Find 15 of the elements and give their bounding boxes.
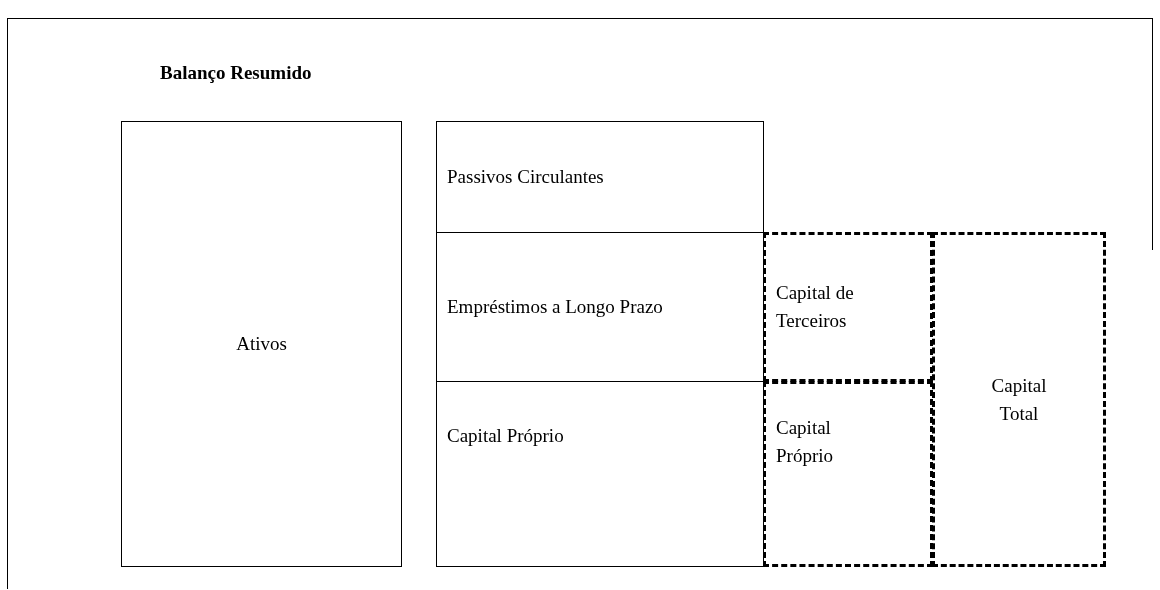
account-box — [436, 121, 764, 233]
account-box — [121, 121, 402, 567]
box-label: Ativos — [236, 332, 287, 357]
dashed-box — [932, 232, 1106, 567]
box-label: Capital de Terceiros — [776, 281, 855, 333]
box-label: Capital Total — [990, 373, 1048, 426]
dashed-box — [763, 381, 933, 567]
box-label: Capital Próprio — [776, 416, 834, 468]
box-label: Empréstimos a Longo Prazo — [447, 295, 663, 320]
dashed-box — [763, 232, 933, 382]
account-box — [436, 232, 764, 382]
box-label: Capital Próprio — [447, 424, 564, 448]
diagram-title: Balanço Resumido — [160, 62, 312, 84]
box-label: Passivos Circulantes — [447, 165, 604, 190]
account-box — [436, 381, 764, 567]
